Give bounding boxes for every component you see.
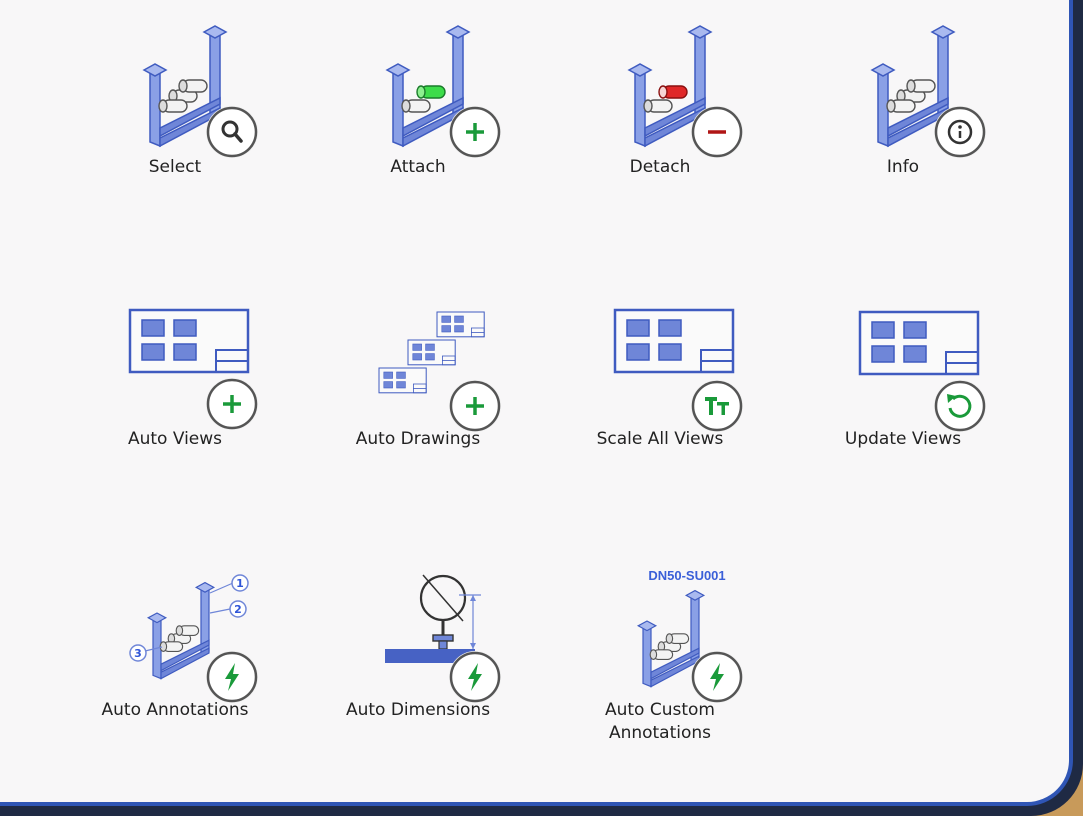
auto-annotations-tool[interactable]: 1 2 3 Auto Annotations bbox=[75, 563, 275, 753]
support-frame-detach-icon bbox=[628, 25, 745, 160]
dimension-lightning-icon bbox=[385, 574, 503, 705]
attach-label: Attach bbox=[390, 157, 446, 177]
auto-drawings-tool[interactable]: Auto Drawings bbox=[318, 292, 518, 482]
support-frame-info-icon bbox=[871, 25, 988, 160]
auto-custom-annotations-tool[interactable]: DN50-SU001 Auto Custom Annotations bbox=[560, 563, 760, 753]
support-frame-attach-icon bbox=[386, 25, 503, 160]
multiple-sheets-add-icon bbox=[378, 311, 503, 434]
auto-custom-annotations-label: Auto Custom Annotations bbox=[605, 699, 715, 745]
scale-all-views-label: Scale All Views bbox=[596, 429, 724, 449]
balloon-1: 1 bbox=[236, 577, 244, 590]
info-label: Info bbox=[886, 157, 920, 177]
info-tool[interactable]: Info bbox=[803, 20, 1003, 210]
auto-custom-annotations-label-line1: Auto Custom bbox=[604, 700, 715, 720]
auto-annotations-label: Auto Annotations bbox=[101, 700, 249, 720]
attach-tool[interactable]: Attach bbox=[318, 20, 518, 210]
update-views-label: Update Views bbox=[844, 429, 962, 449]
custom-tag-lightning-icon: DN50-SU001 bbox=[637, 568, 745, 705]
tool-palette: Select Attach bbox=[0, 0, 1073, 806]
detach-tool[interactable]: Detach bbox=[560, 20, 760, 210]
balloon-2: 2 bbox=[234, 603, 242, 616]
select-label: Select bbox=[148, 157, 202, 177]
auto-dimensions-tool[interactable]: Auto Dimensions bbox=[318, 563, 518, 753]
auto-dimensions-label: Auto Dimensions bbox=[345, 700, 491, 720]
balloon-3: 3 bbox=[134, 647, 142, 660]
custom-tag-text: DN50-SU001 bbox=[648, 568, 725, 583]
drawing-sheet-refresh-icon bbox=[858, 310, 988, 434]
auto-views-tool[interactable]: Auto Views bbox=[75, 292, 275, 482]
balloon-annotation-lightning-icon: 1 2 3 bbox=[129, 574, 260, 705]
drawing-sheet-add-icon bbox=[128, 308, 260, 432]
auto-drawings-label: Auto Drawings bbox=[355, 429, 481, 449]
support-frame-search-icon bbox=[143, 25, 260, 160]
scale-all-views-tool[interactable]: Scale All Views bbox=[560, 292, 760, 482]
select-tool[interactable]: Select bbox=[75, 20, 275, 210]
auto-custom-annotations-label-line2: Annotations bbox=[608, 723, 712, 743]
drawing-sheet-text-scale-icon bbox=[613, 308, 745, 434]
auto-views-label: Auto Views bbox=[127, 429, 223, 449]
detach-label: Detach bbox=[629, 157, 691, 177]
update-views-tool[interactable]: Update Views bbox=[803, 292, 1003, 482]
